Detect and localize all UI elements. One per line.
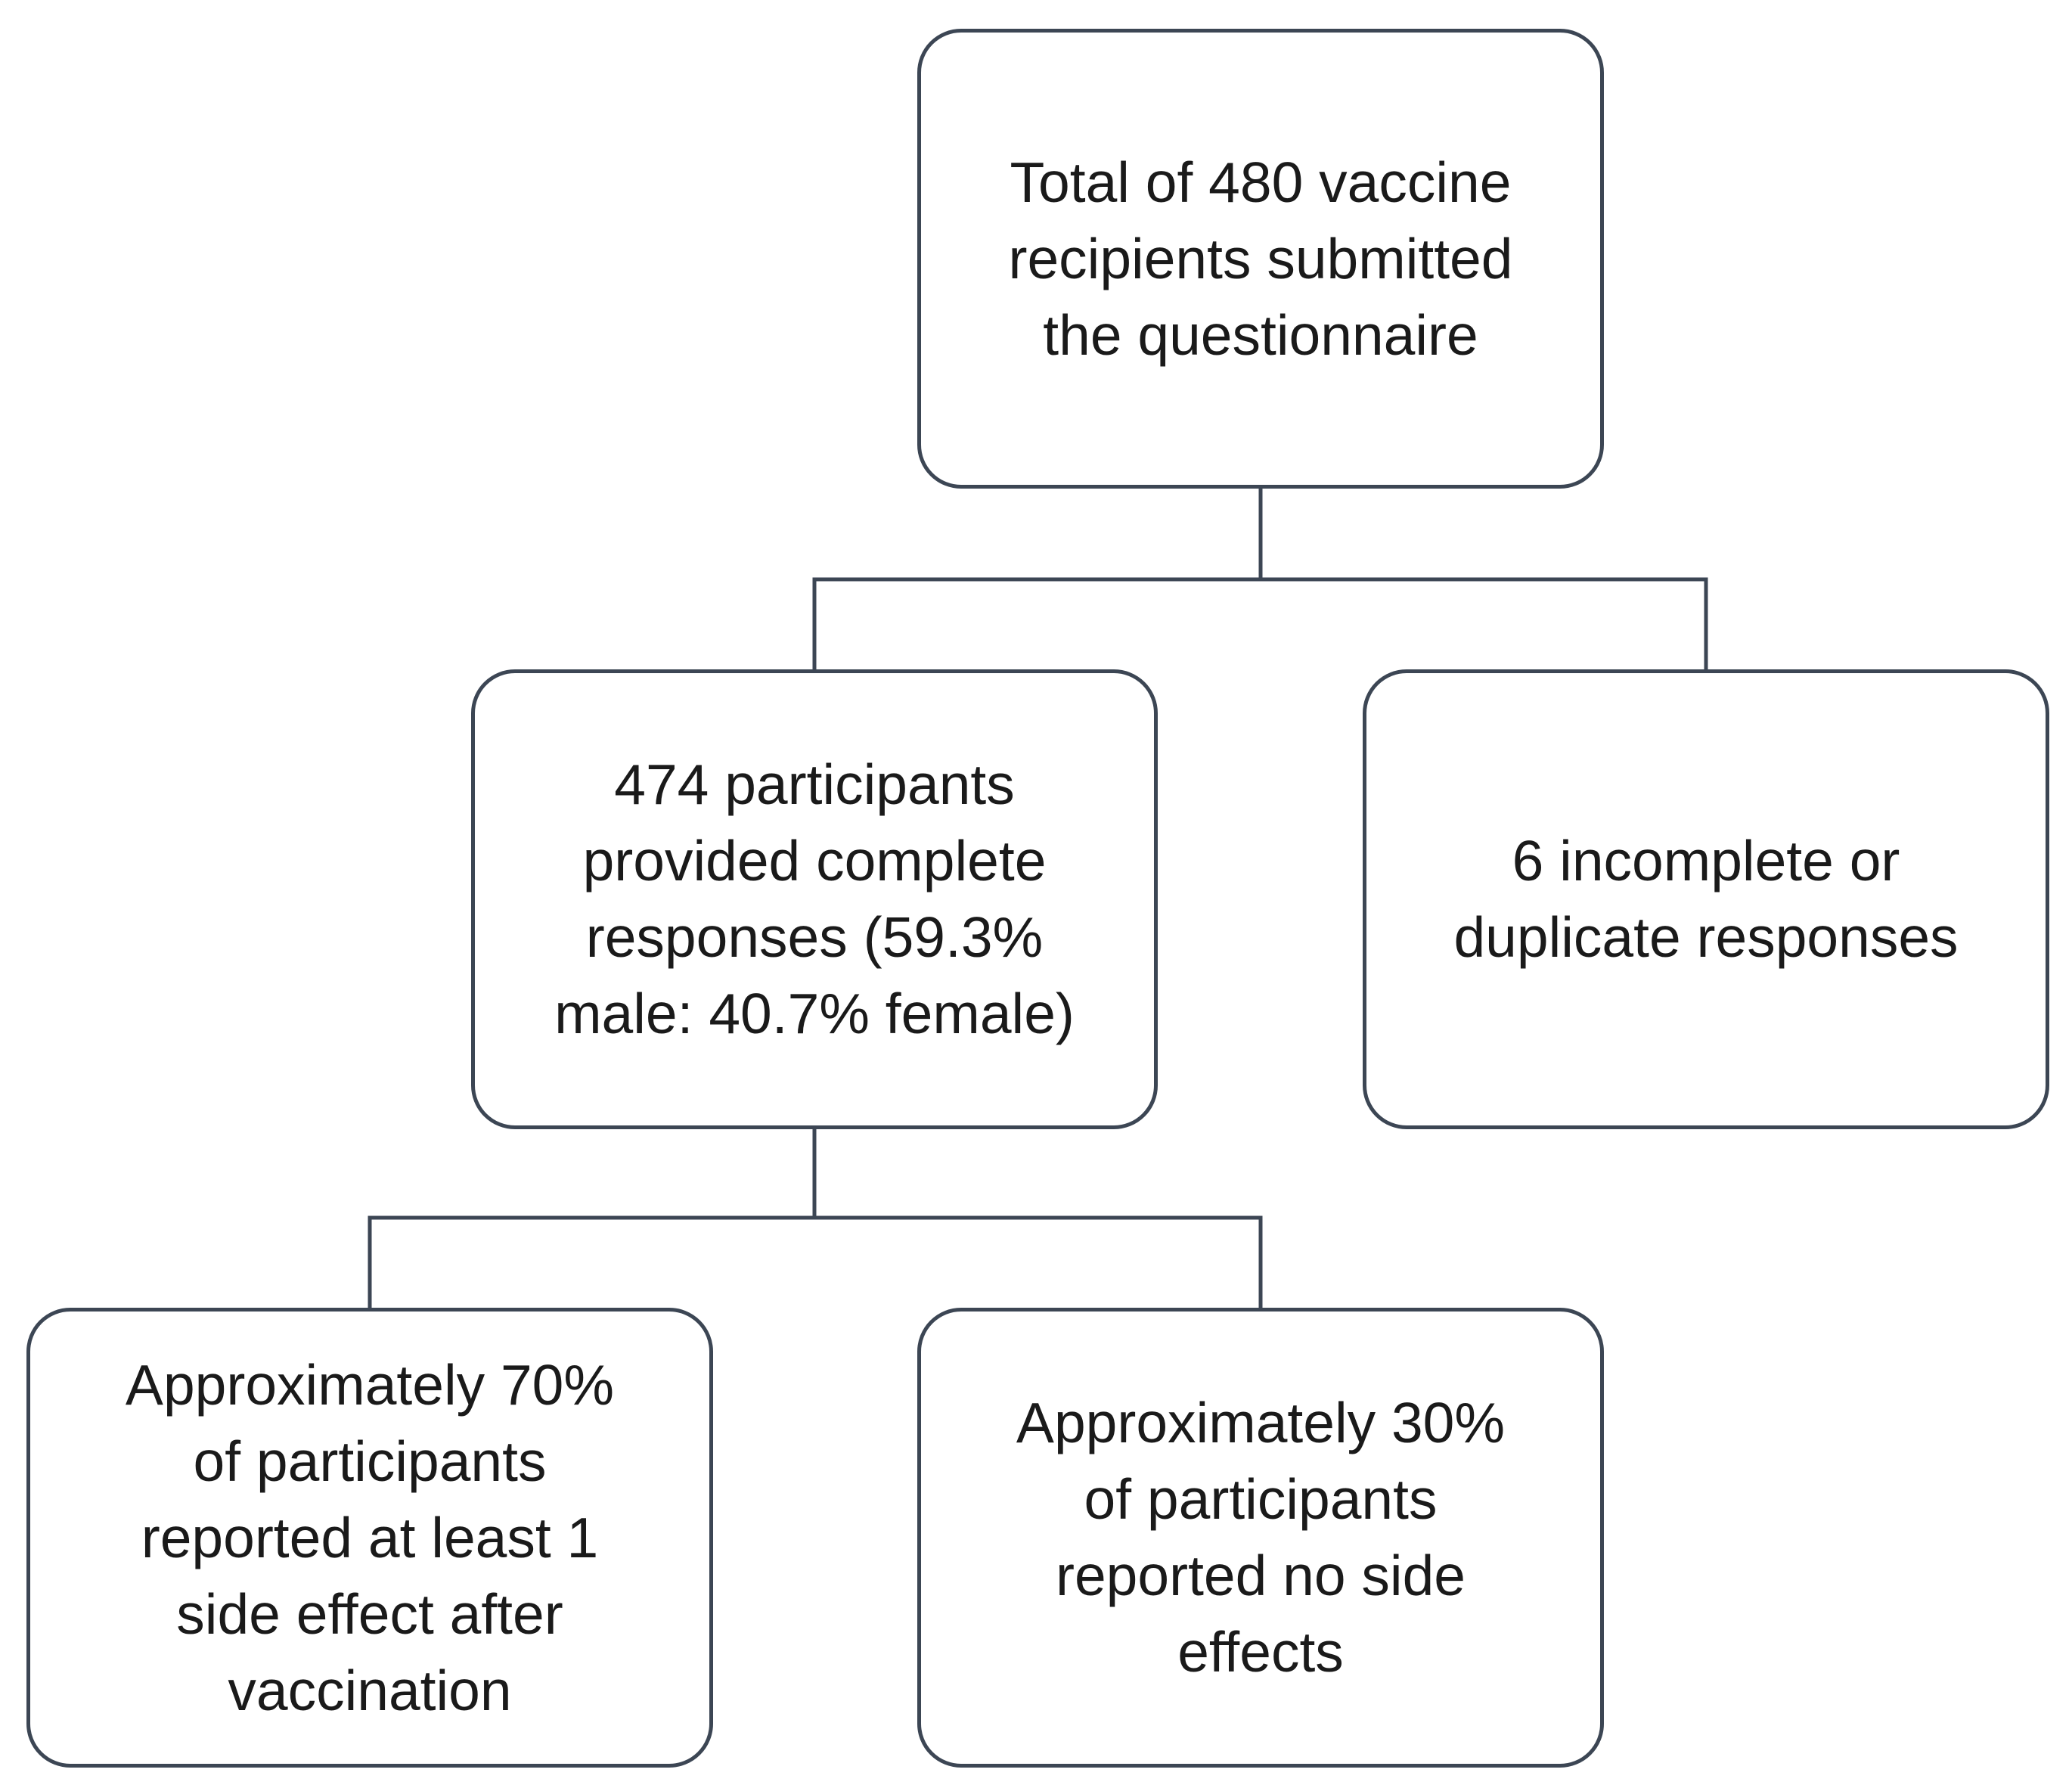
node-side-effects-reported-text: Approximately 70% of participants report… (125, 1352, 615, 1722)
node-total-recipients-text: Total of 480 vaccine recipients submitte… (1008, 150, 1513, 367)
node-no-side-effects-text: Approximately 30% of participants report… (1016, 1391, 1506, 1684)
node-total-recipients: Total of 480 vaccine recipients submitte… (917, 29, 1604, 489)
node-no-side-effects: Approximately 30% of participants report… (917, 1308, 1604, 1768)
node-incomplete-duplicate-text: 6 incomplete or duplicate responses (1453, 829, 1959, 969)
node-complete-responses-text: 474 participants provided complete respo… (554, 753, 1075, 1045)
node-incomplete-duplicate: 6 incomplete or duplicate responses (1363, 669, 2049, 1129)
node-complete-responses: 474 participants provided complete respo… (471, 669, 1158, 1129)
node-side-effects-reported: Approximately 70% of participants report… (26, 1308, 713, 1768)
